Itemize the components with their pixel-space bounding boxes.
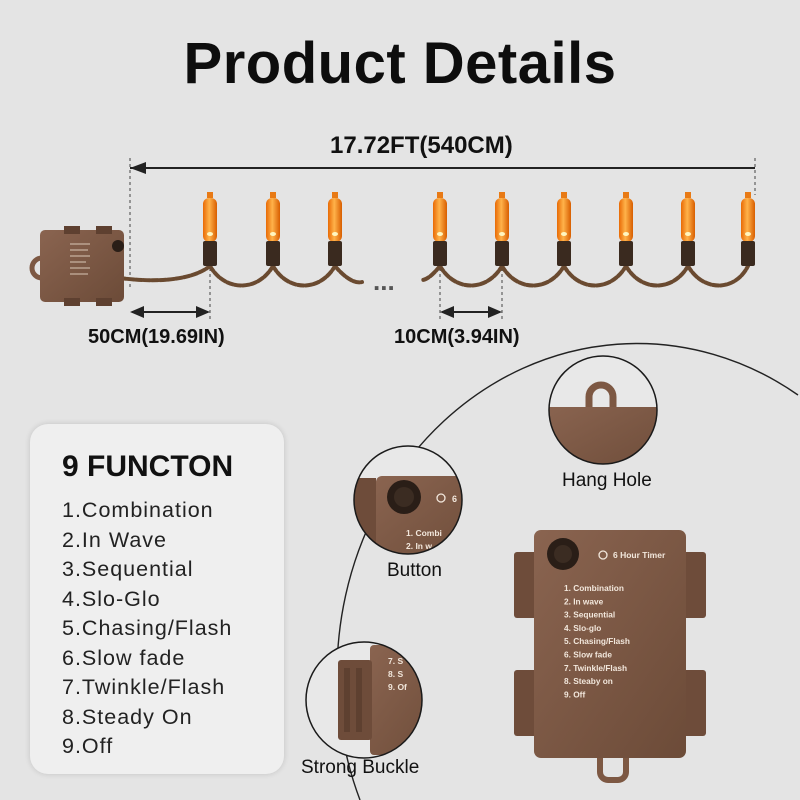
zoom-buckle-line: 8. S [388,669,403,679]
bulb [433,192,447,266]
bulb [495,192,509,266]
ellipsis: ... [373,266,395,296]
function-item: 5.Chasing/Flash [62,616,233,640]
function-list: 1.Combination 2.In Wave 3.Sequential 4.S… [62,496,232,762]
timer-icon [436,493,446,503]
zoom-timer-char: 6 [452,494,457,504]
box-mode-item: 4. Slo-glo [564,623,601,633]
timer-icon [598,550,608,560]
light-string-wire [118,264,750,288]
box-mode-item: 2. In wave [564,596,604,606]
box-mode-item: 3. Sequential [564,610,615,620]
function-item: 6.Slow fade [62,645,186,670]
function-item: 7.Twinkle/Flash [62,675,226,699]
bulb [328,192,342,266]
hang-hole-label: Hang Hole [562,470,652,491]
box-timer-label: 6 Hour Timer [613,550,666,560]
function-item: 3.Sequential [62,557,194,581]
function-item: 8.Steady On [62,704,193,729]
bulb-spacing-label: 10CM(3.94IN) [394,326,520,348]
total-length-dimension-line [129,158,756,290]
bulb [681,192,695,266]
total-length-label: 17.72FT(540CM) [330,132,513,159]
box-mode-item: 9. Off [564,689,585,699]
function-item: 2.In Wave [62,527,167,552]
page-title: Product Details [183,31,617,96]
zoom-buckle-line: 7. S [388,656,403,666]
bulb [741,192,755,266]
box-mode-item: 8. Steaby on [564,676,613,686]
zoom-button-line: 1. Combi [406,528,442,538]
bulb [557,192,571,266]
lead-length-dimension-line [130,268,211,320]
bulb [619,192,633,266]
button-zoom: 6 1. Combi 2. In w [353,445,463,555]
small-battery-box [29,226,124,306]
buckle-zoom: 7. S 8. S 9. Of [305,641,423,759]
box-mode-item: 7. Twinkle/Flash [564,663,627,673]
box-mode-item: 1. Combination [564,583,624,593]
bulb-spacing-dimension-line [439,268,503,320]
function-item: 4.Slo-Glo [62,586,161,611]
function-item: 9.Off [62,734,114,758]
lead-length-label: 50CM(19.69IN) [88,326,225,348]
functions-panel-title: 9 FUNCTON [62,450,234,483]
function-item: 1.Combination [62,498,214,522]
box-mode-list: 1. Combination 2. In wave 3. Sequential 4. … [564,583,630,699]
hang-hole-zoom [548,355,658,465]
zoom-buckle-line: 9. Of [388,682,407,692]
functions-panel: 9 FUNCTON 1.Combination 2.In Wave 3.Sequ… [30,424,284,774]
large-battery-box: 6 Hour Timer 1. Combination 2. In wave 3. … [514,530,706,783]
strong-buckle-label: Strong Buckle [301,757,420,778]
bulb [266,192,280,266]
bulb-row [203,192,755,266]
button-label: Button [387,560,442,581]
zoom-button-line: 2. In w [406,541,432,551]
box-mode-item: 5. Chasing/Flash [564,636,630,646]
bulb [203,192,217,266]
box-mode-item: 6. Slow fade [564,650,612,660]
